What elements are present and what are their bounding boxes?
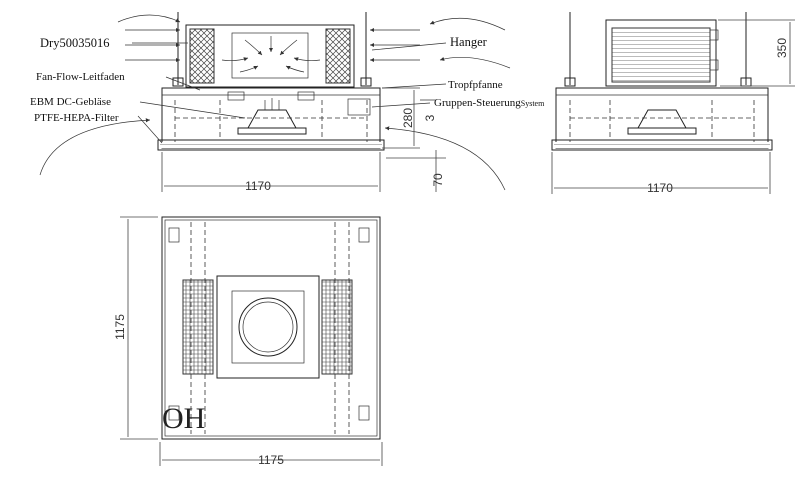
plan-coil-right [321,279,353,375]
side-filter [551,139,773,151]
coil-left [189,28,215,84]
dim-front-base-height: 70 [431,173,445,187]
side-coil-fins [611,27,711,83]
dim-front-height: 280 [401,108,415,128]
plan-hanger-tr [358,227,370,243]
label-ptfe-filter: PTFE-HEPA-Filter [34,112,119,124]
coil-right [325,28,351,84]
side-coil-box [605,19,717,87]
plan-hanger-bl [168,405,180,421]
dim-side-top-height: 350 [775,38,789,58]
label-ebm-fan: EBM DC-Gebläse [30,96,111,108]
front-view: Dry50035016 Fan-Flow-Leitfaden EBM DC-Ge… [30,12,545,193]
plan-view: OH 1175 1175 [113,216,383,467]
dim-side-width: 1170 [647,181,673,195]
plan-outline [161,216,381,440]
plan-hanger-br [358,405,370,421]
label-hanger: Hanger [450,35,488,49]
label-group-control: Gruppen-SteuerungSystem [434,97,545,109]
hanger-clip-left [172,77,184,87]
plan-hanger-tl [168,227,180,243]
dim-front-width: 1170 [245,179,271,193]
plan-fan-box [216,275,320,379]
hepa-filter [157,139,385,151]
label-fan-flow-guide: Fan-Flow-Leitfaden [36,71,125,83]
dim-plan-width: 1175 [258,453,284,467]
control-box [347,98,371,116]
plan-mark: OH [162,402,205,435]
ebm-blower [247,109,297,129]
plan-fan-ring [238,297,298,357]
dim-front-side-height: 3 [423,114,437,121]
dim-plan-depth: 1175 [113,314,127,340]
coil-opening [231,32,309,79]
hanger-clip-right [360,77,372,87]
coil-box [185,24,355,88]
label-model: Dry50035016 [40,36,109,50]
side-view: 1170 350 [551,12,795,195]
plan-coil-left [182,279,214,375]
label-drip-tray: Tropfpfanne [448,79,503,91]
